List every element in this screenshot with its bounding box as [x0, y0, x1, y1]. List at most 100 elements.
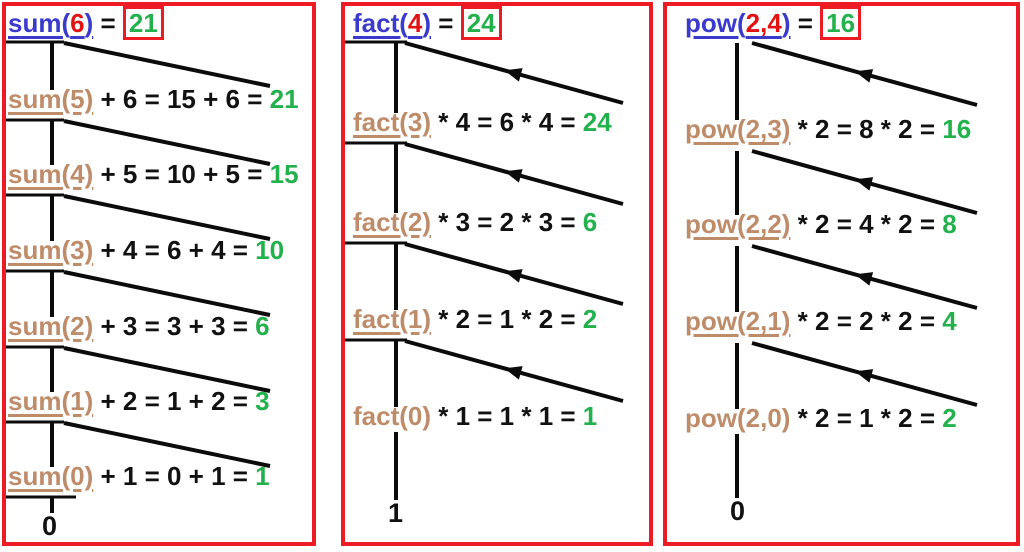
expression-text: + 4 = 6 + 4 = [93, 235, 256, 265]
expression-text: + 6 = 15 + 6 = [93, 84, 270, 114]
equals-sign: = [93, 8, 123, 38]
initial-call-label: sum(6) [8, 8, 93, 38]
row-result-value: 1 [255, 461, 270, 491]
row-result-value: 4 [942, 306, 957, 336]
row-result-value: 16 [942, 114, 972, 144]
trace-row: sum(5) + 6 = 15 + 6 = 21 [8, 84, 299, 114]
expression-text: * 2 = 1 * 2 = [790, 403, 943, 433]
close-paren: ) [84, 8, 94, 38]
initial-call-label: fact(4) [353, 8, 431, 38]
trace-row: fact(1) * 2 = 1 * 2 = 2 [353, 304, 597, 334]
row-result-value: 2 [582, 304, 598, 334]
base-case-value: 1 [388, 498, 404, 528]
expression-text: * 2 = 8 * 2 = [790, 114, 943, 144]
trace-lines [345, 40, 624, 500]
trace-row: sum(3) + 4 = 6 + 4 = 10 [8, 235, 284, 265]
row-result-value: 21 [269, 84, 299, 114]
expression-text: + 2 = 1 + 2 = [93, 386, 256, 416]
return-arrowhead-icon [504, 169, 523, 183]
recursive-call-label: sum(5) [8, 84, 94, 114]
row-result-value: 10 [255, 235, 285, 265]
expression-text: + 1 = 0 + 1 = [93, 461, 256, 491]
trace-row: sum(4) + 5 = 10 + 5 = 15 [8, 159, 299, 189]
trace-row: sum(1) + 2 = 1 + 2 = 3 [8, 386, 270, 416]
trace-row: pow(2,2) * 2 = 4 * 2 = 8 [685, 209, 957, 239]
trace-row: fact(0) * 1 = 1 * 1 = 1 [353, 401, 597, 431]
row-result-value: 1 [582, 401, 598, 431]
recursive-call-label: pow(2,3) [685, 114, 791, 144]
final-result-value: 24 [466, 8, 496, 38]
expression-text: + 5 = 10 + 5 = [93, 159, 270, 189]
trace-lines [735, 41, 978, 498]
call-return-line [63, 270, 271, 317]
trace-row: pow(2,3) * 2 = 8 * 2 = 16 [685, 114, 971, 144]
row-result-value: 6 [255, 311, 270, 341]
call-return-line [63, 41, 271, 88]
recursive-call-label: fact(3) [353, 107, 432, 137]
final-result-box: 24 [460, 6, 502, 40]
trace-row: pow(2,0) * 2 = 1 * 2 = 2 [685, 403, 957, 433]
return-arrowhead-icon [504, 68, 523, 82]
title-call: fact(4) = 24 [353, 6, 502, 40]
trace-row: pow(2,1) * 2 = 2 * 2 = 4 [685, 306, 957, 336]
call-return-line [63, 194, 271, 241]
recursive-call-label: sum(0) [8, 461, 94, 491]
initial-call-label: pow(2,4) [685, 8, 790, 38]
trace-lines [6, 40, 271, 513]
call-return-line [63, 421, 271, 468]
trace-row: sum(0) + 1 = 0 + 1 = 1 [8, 461, 270, 491]
return-arrowhead-icon [854, 369, 874, 383]
return-arrowhead-icon [504, 269, 523, 283]
function-name: fact( [353, 8, 408, 38]
row-result-value: 6 [582, 207, 598, 237]
base-case-value: 0 [42, 511, 58, 541]
argument-value: 4 [407, 8, 423, 38]
argument-value: 6 [70, 8, 85, 38]
return-arrowhead-icon [504, 366, 523, 380]
recursive-call-label: fact(2) [353, 207, 432, 237]
expression-text: * 4 = 6 * 4 = [431, 107, 583, 137]
final-result-value: 21 [128, 8, 158, 38]
trace-row: fact(3) * 4 = 6 * 4 = 24 [353, 107, 612, 137]
recursive-call-label: pow(2,1) [685, 306, 791, 336]
close-paren: ) [422, 8, 432, 38]
row-result-value: 8 [942, 209, 957, 239]
title-call: sum(6) = 21 [8, 6, 164, 40]
argument-value: 2,4 [745, 8, 782, 38]
recursive-call-label: pow(2,0) [685, 403, 791, 433]
recursive-call-label: sum(1) [8, 386, 94, 416]
return-arrowhead-icon [854, 272, 874, 286]
function-name: pow( [685, 8, 746, 38]
recursive-call-label: fact(0) [353, 401, 432, 431]
expression-text: * 1 = 1 * 1 = [431, 401, 583, 431]
trace-row: fact(2) * 3 = 2 * 3 = 6 [353, 207, 597, 237]
recursive-call-label: sum(4) [8, 159, 94, 189]
call-return-line [63, 346, 271, 393]
row-result-value: 24 [582, 107, 612, 137]
recursive-call-label: sum(3) [8, 235, 94, 265]
row-result-value: 3 [255, 386, 270, 416]
expression-text: * 2 = 1 * 2 = [431, 304, 583, 334]
close-paren: ) [781, 8, 791, 38]
expression-text: + 3 = 3 + 3 = [93, 311, 256, 341]
function-name: sum( [8, 8, 71, 38]
row-result-value: 15 [269, 159, 299, 189]
expression-text: * 3 = 2 * 3 = [431, 207, 583, 237]
call-return-line [63, 119, 271, 166]
recursive-call-label: pow(2,2) [685, 209, 791, 239]
title-call: pow(2,4) = 16 [685, 6, 862, 40]
recursive-call-label: fact(1) [353, 304, 432, 334]
expression-text: * 2 = 2 * 2 = [790, 306, 943, 336]
equals-sign: = [431, 8, 461, 38]
base-case-value: 0 [730, 496, 746, 526]
equals-sign: = [790, 8, 821, 38]
trace-row: sum(2) + 3 = 3 + 3 = 6 [8, 311, 270, 341]
final-result-box: 21 [122, 6, 164, 40]
return-arrowhead-icon [854, 69, 874, 83]
final-result-box: 16 [820, 6, 862, 40]
recursive-call-label: sum(2) [8, 311, 94, 341]
